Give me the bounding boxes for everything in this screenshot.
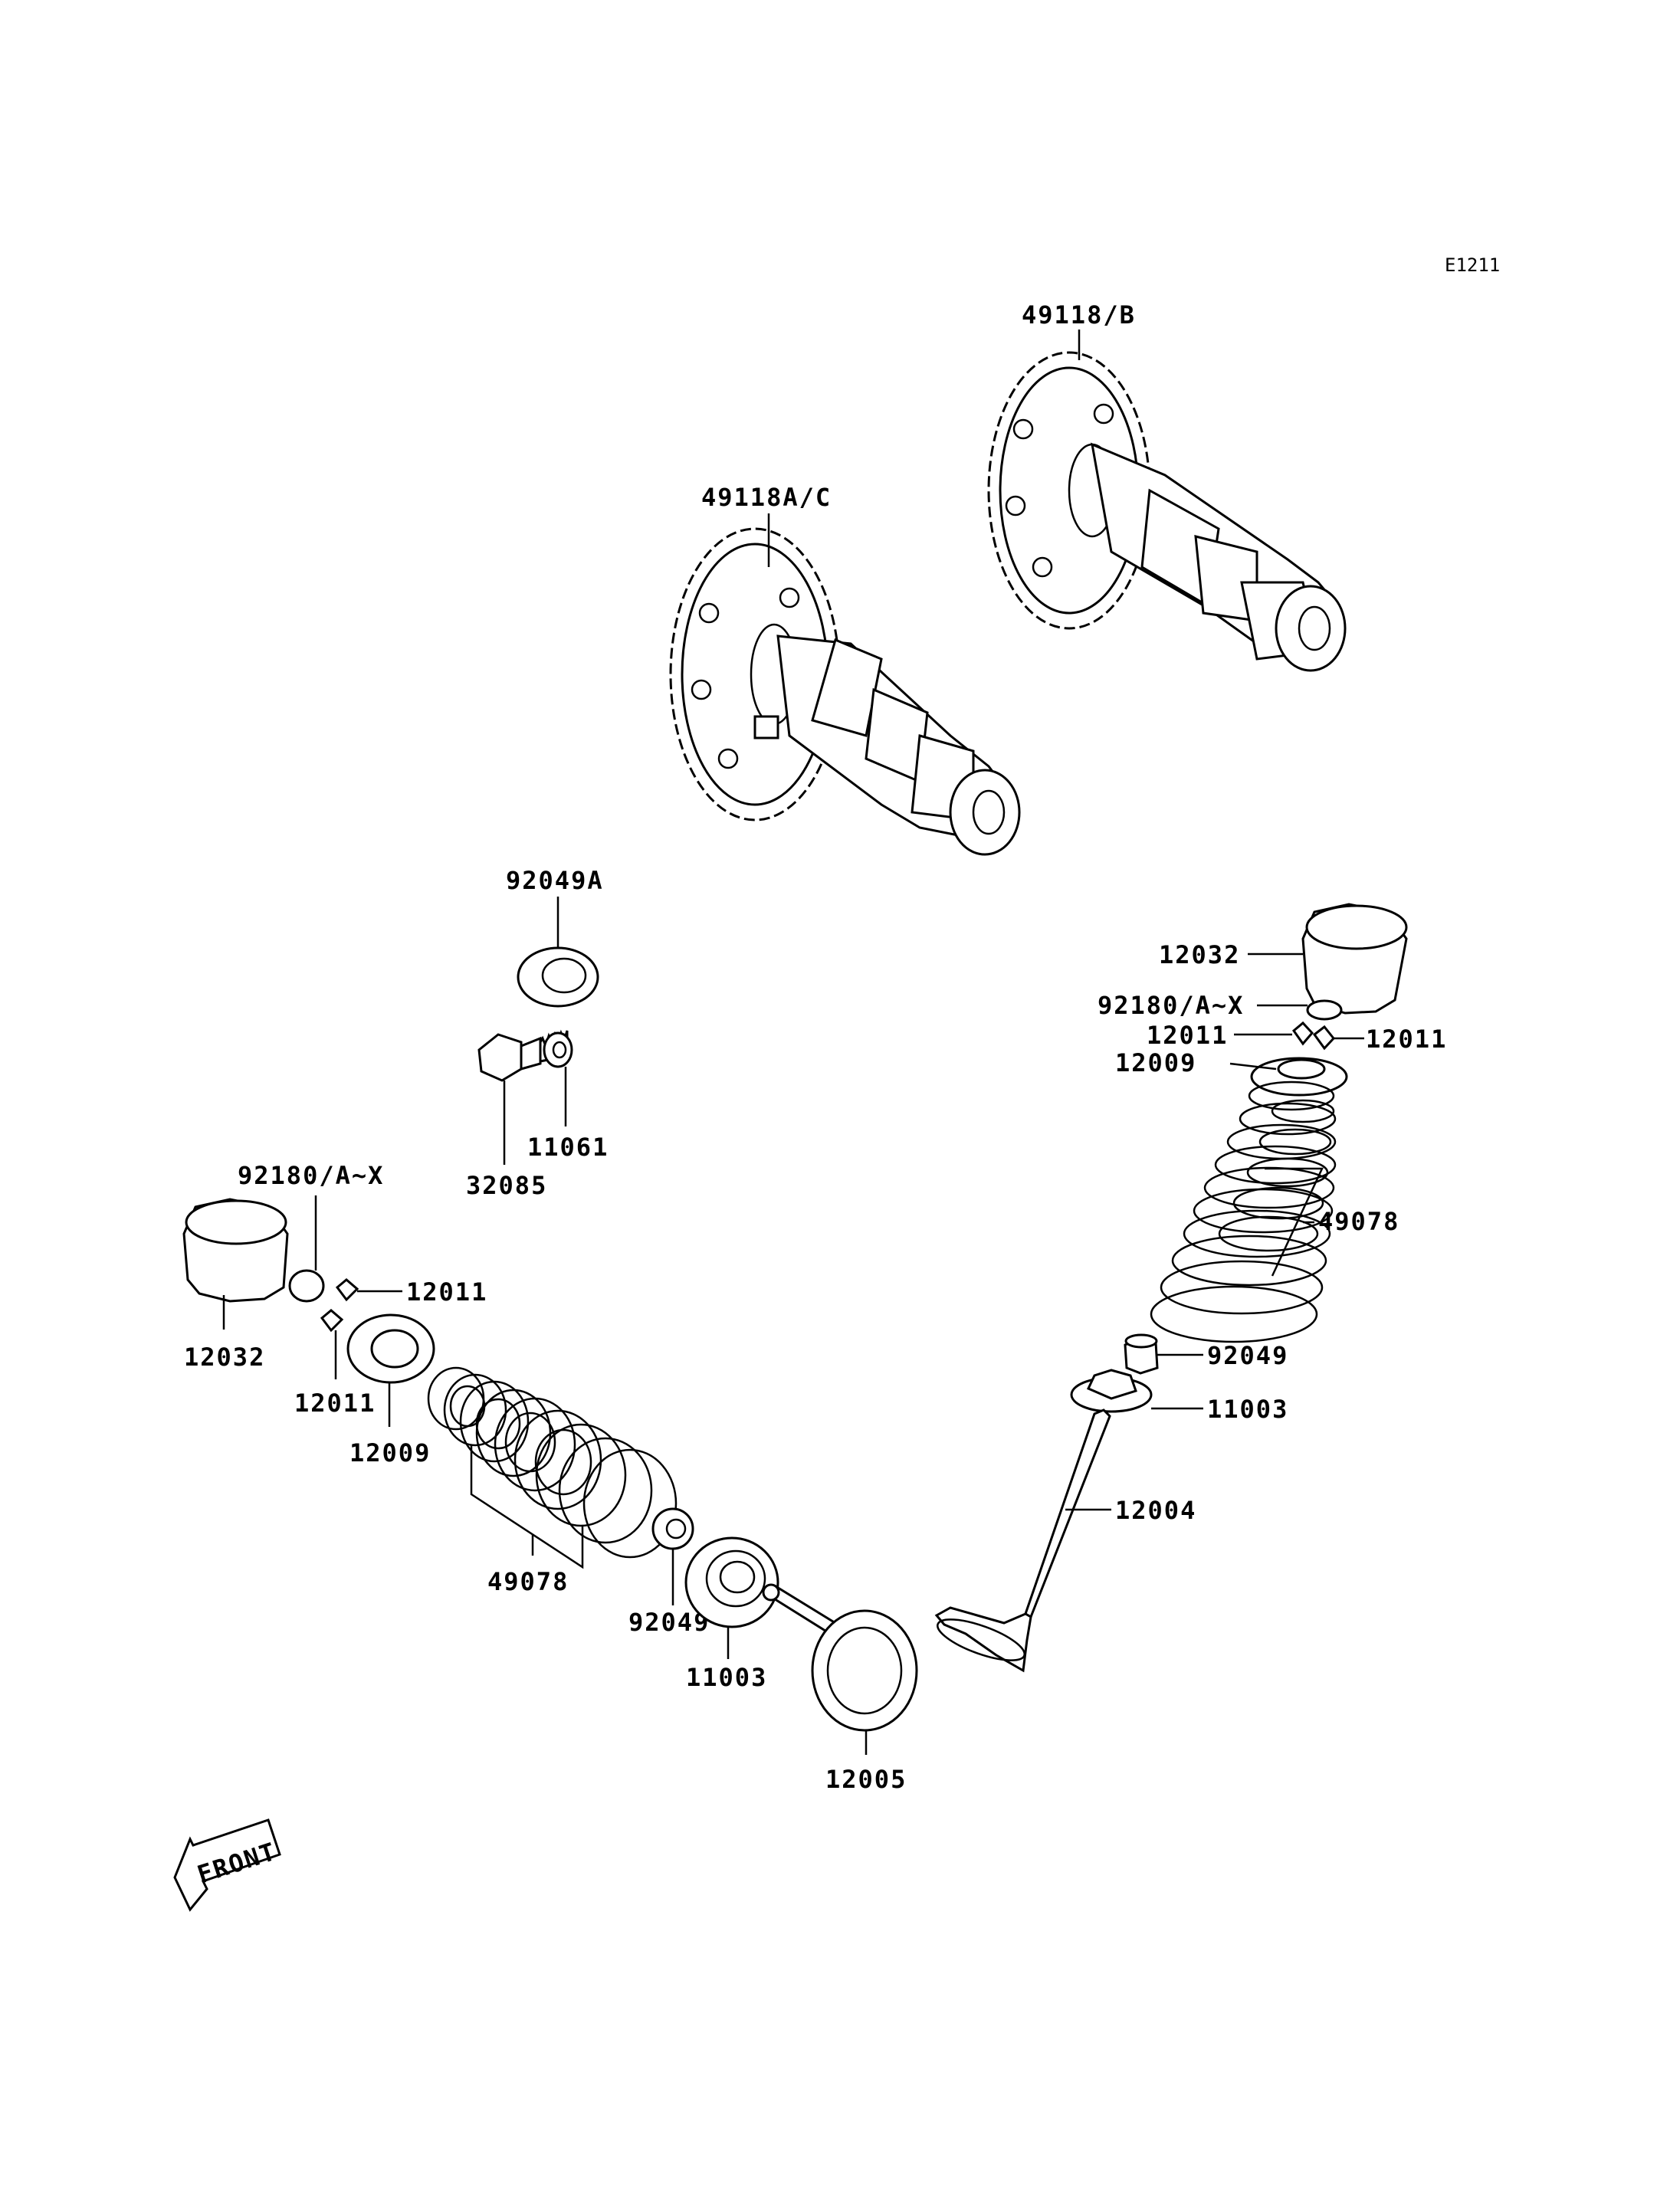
- left-spring[interactable]: [427, 1366, 678, 1559]
- washer[interactable]: [543, 1031, 573, 1068]
- right-cotters[interactable]: [1291, 1021, 1335, 1051]
- label-camshaft-b: 49118/B: [1022, 300, 1136, 330]
- left-shim[interactable]: [288, 1269, 325, 1303]
- label-left-valve: 12005: [825, 1765, 907, 1794]
- camshaft-ac[interactable]: [669, 527, 1021, 856]
- label-right-spring: 49078: [1318, 1207, 1399, 1236]
- left-seal[interactable]: [651, 1507, 694, 1550]
- label-right-cotter-a: 12011: [1147, 1021, 1228, 1050]
- label-right-seal: 92049: [1207, 1341, 1288, 1370]
- label-right-cotter-b: 12011: [1366, 1025, 1447, 1054]
- right-spring[interactable]: [1150, 1080, 1337, 1343]
- label-camshaft-ac: 49118A/C: [701, 483, 832, 512]
- label-left-seat: 11003: [686, 1663, 767, 1692]
- left-valve[interactable]: [762, 1583, 918, 1732]
- left-retainer[interactable]: [346, 1313, 435, 1384]
- label-left-cotter-b: 12011: [294, 1389, 376, 1418]
- label-right-shim: 92180/A~X: [1098, 991, 1244, 1020]
- label-washer: 11061: [527, 1133, 609, 1162]
- right-seal[interactable]: [1124, 1333, 1159, 1375]
- label-left-cotter-a: 12011: [406, 1277, 487, 1307]
- label-left-seal: 92049: [628, 1608, 710, 1637]
- label-right-seat: 11003: [1207, 1395, 1288, 1424]
- left-cotters[interactable]: [320, 1278, 359, 1333]
- label-left-retainer: 12009: [349, 1438, 431, 1467]
- camshaft-b[interactable]: [987, 351, 1347, 672]
- left-tappet[interactable]: [182, 1198, 289, 1303]
- right-tappet[interactable]: [1301, 903, 1408, 1015]
- label-right-retainer: 12009: [1115, 1048, 1196, 1077]
- bearing[interactable]: [517, 946, 599, 1008]
- left-seat[interactable]: [684, 1536, 779, 1628]
- label-bearing: 92049A: [506, 866, 604, 895]
- label-left-shim: 92180/A~X: [238, 1161, 384, 1190]
- diagram-code: E1211: [1445, 254, 1500, 276]
- label-left-spring: 49078: [487, 1567, 569, 1596]
- label-bolt: 32085: [466, 1171, 547, 1200]
- right-valve[interactable]: [933, 1408, 1111, 1673]
- right-seat[interactable]: [1070, 1369, 1153, 1413]
- right-shim[interactable]: [1306, 999, 1343, 1021]
- right-retainer[interactable]: [1250, 1057, 1348, 1097]
- label-left-tappet: 12032: [184, 1343, 265, 1372]
- label-right-tappet: 12032: [1159, 940, 1240, 969]
- front-arrow: FRONT: [173, 1818, 281, 1912]
- label-right-valve: 12004: [1115, 1496, 1196, 1525]
